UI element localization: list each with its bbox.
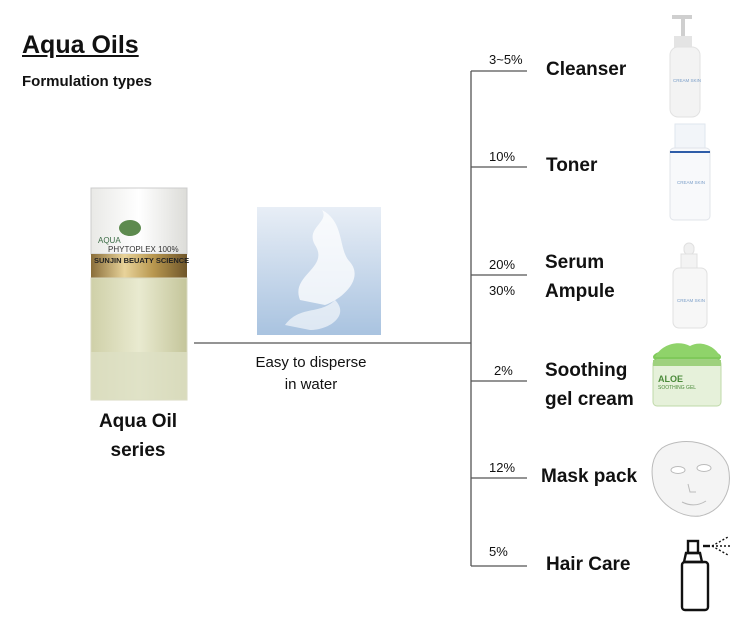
source-label-line1: Aqua Oil [98, 411, 178, 432]
aqua-oil-bottle-icon [90, 187, 188, 401]
water-dispersion-image [257, 207, 381, 335]
bottle-line1-text: PHYTOPLEX 100% [108, 245, 179, 254]
water-caption-line2: in water [284, 376, 338, 393]
percent-toner: 10% [489, 149, 516, 164]
serum-product-text: CREAM SKIN [677, 298, 706, 303]
toner-bottle-icon [669, 123, 711, 221]
label-soothing: Soothing [545, 360, 628, 381]
page-title: Aqua Oils [22, 31, 139, 59]
label-serum: Serum [545, 252, 605, 273]
page-subtitle: Formulation types [22, 73, 153, 90]
source-label-line2: series [110, 440, 166, 461]
label-cleanser: Cleanser [546, 59, 627, 80]
percent-gel: 2% [494, 363, 513, 378]
gel-product-line1: ALOE [658, 374, 684, 384]
cleanser-product-text: CREAM SKIN [673, 78, 702, 83]
dropper-bottle-icon [672, 242, 708, 329]
gel-jar-icon [652, 343, 722, 407]
label-hair-care: Hair Care [546, 554, 631, 575]
source-label: Aqua Oil series [78, 407, 198, 465]
label-toner: Toner [546, 155, 598, 176]
gel-product-line2: SOOTHING GEL [658, 385, 697, 391]
label-gel-cream: gel cream [545, 389, 634, 410]
percent-serum: 20% [489, 257, 516, 272]
bottle-brand-text: AQUA [98, 236, 121, 245]
water-caption: Easy to disperse in water [246, 352, 376, 396]
face-mask-icon [651, 441, 730, 517]
percent-ampule: 30% [489, 283, 516, 298]
label-ampule: Ampule [545, 281, 615, 302]
pump-bottle-icon [669, 15, 701, 118]
percent-hair: 5% [489, 544, 508, 559]
toner-product-text: CREAM SKIN [677, 180, 706, 185]
label-mask-pack: Mask pack [541, 466, 638, 487]
spray-bottle-icon [680, 536, 730, 612]
bottle-line2-text: SUNJIN BEUATY SCIENCE [94, 256, 190, 265]
percent-mask: 12% [489, 460, 516, 475]
percent-cleanser: 3~5% [489, 52, 523, 67]
water-caption-line1: Easy to disperse [255, 354, 367, 371]
